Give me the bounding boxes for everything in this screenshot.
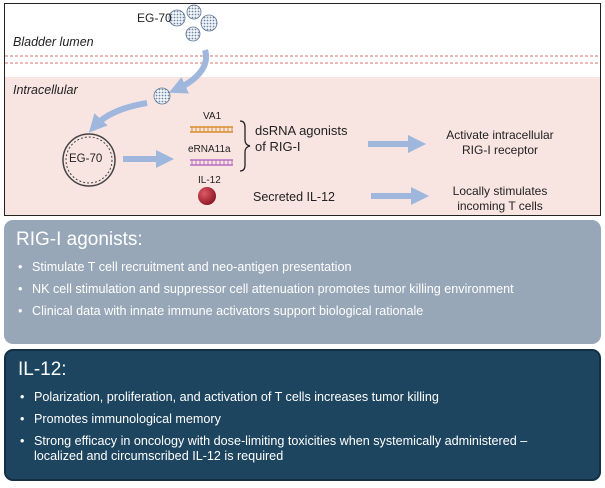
list-item: Stimulate T cell recruitment and neo-ant… xyxy=(18,260,563,275)
rig-i-agonists-panel: RIG-I agonists: Stimulate T cell recruit… xyxy=(4,220,601,344)
list-item: Polarization, proliferation, and activat… xyxy=(20,390,565,405)
plasmid-label: EG-70 xyxy=(69,153,103,165)
secreted-il12-label: Secreted IL-12 xyxy=(253,190,335,204)
diagram-graphics xyxy=(5,4,600,205)
va1-rna-icon xyxy=(190,126,233,133)
plasmid-icon xyxy=(62,133,116,187)
dsrna-agonists-label: dsRNA agonists of RIG-I xyxy=(255,123,348,154)
internalized-nanoparticle-icon xyxy=(153,87,171,105)
entry-arrow-icon xyxy=(168,49,210,94)
rig-receptor-outcome-label: Activate intracellular RIG-I receptor xyxy=(446,128,554,157)
nanoparticle-icon xyxy=(185,26,201,42)
il-12-bullet-list: Polarization, proliferation, and activat… xyxy=(20,390,565,471)
intracellular-region xyxy=(5,77,600,215)
il12-label: IL-12 xyxy=(198,175,221,186)
nanoparticle-icon xyxy=(200,14,218,32)
mechanism-diagram: EG-70 Bladder lumen Intracellular EG-70 … xyxy=(4,3,601,216)
va1-label: VA1 xyxy=(203,111,222,122)
il12-protein-icon xyxy=(198,187,216,205)
nanoparticle-cluster xyxy=(168,4,218,42)
list-item: Promotes immunological memory xyxy=(20,412,565,427)
nanoparticle-icon xyxy=(168,9,186,27)
eg70-label: EG-70 xyxy=(137,11,172,25)
erna11a-rna-icon xyxy=(190,159,233,166)
il-12-panel-title: IL-12: xyxy=(18,359,67,380)
erna11a-label: eRNA11a xyxy=(188,144,231,155)
list-item: Clinical data with innate immune activat… xyxy=(18,304,563,319)
bladder-lumen-label: Bladder lumen xyxy=(13,35,94,49)
intracellular-label: Intracellular xyxy=(13,83,78,97)
list-item: Strong efficacy in oncology with dose-li… xyxy=(20,434,565,464)
rig-i-bullet-list: Stimulate T cell recruitment and neo-ant… xyxy=(18,260,563,326)
release-arrow-icon xyxy=(88,100,148,133)
tcell-outcome-label: Locally stimulates incoming T cells xyxy=(452,184,548,213)
rig-i-panel-title: RIG-I agonists: xyxy=(16,229,143,250)
brace-icon xyxy=(239,120,251,172)
list-item: NK cell stimulation and suppressor cell … xyxy=(18,282,563,297)
nanoparticle-icon xyxy=(186,4,202,20)
il-12-panel: IL-12: Polarization, proliferation, and … xyxy=(4,349,601,481)
